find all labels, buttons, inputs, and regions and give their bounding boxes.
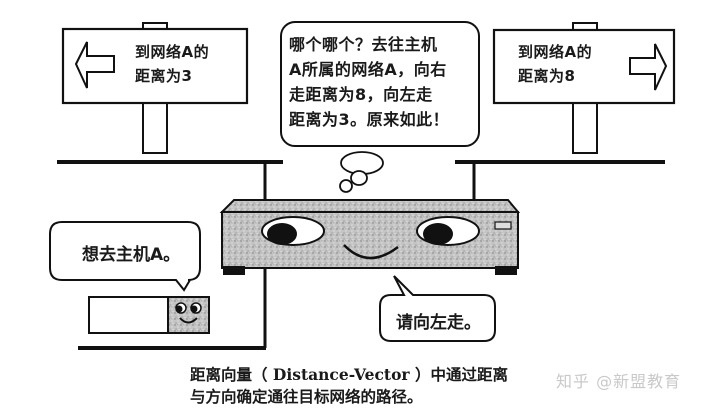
router-thought-text: 哪个哪个？去往主机 A所属的网络A，向右 走距离为8，向左走 距离为3。原来如此… <box>289 32 449 132</box>
network-links <box>57 160 665 350</box>
thought-line2: A所属的网络A，向右 <box>289 60 447 79</box>
router-reply-text: 请向左走。 <box>396 313 481 333</box>
router-thought-bubble <box>280 21 480 193</box>
thought-dot-small <box>339 179 353 193</box>
sign-post <box>142 102 168 154</box>
left-sign-line1: 到网络A的 <box>135 43 210 61</box>
left-sign-line2: 距离为3 <box>135 67 193 85</box>
left-sign-label: 到网络A的 距离为3 <box>135 40 209 88</box>
caption-line1: 距离向量（ Distance-Vector ）中通过距离 <box>190 365 508 384</box>
router-reply-bubble <box>379 275 496 342</box>
router-pupil-right <box>423 223 453 245</box>
host-face <box>167 296 210 334</box>
right-sign-line2: 距离为8 <box>518 67 576 85</box>
host-speech-text: 想去主机A。 <box>82 245 181 265</box>
thought-line4: 距离为3。原来如此！ <box>289 110 450 129</box>
router-smile <box>343 244 399 260</box>
host-speech-bubble <box>49 221 201 292</box>
router-foot-left <box>223 266 245 275</box>
arrow-right-icon <box>629 43 668 91</box>
router-indicator-light <box>494 221 512 230</box>
watermark: 知乎 @新盟教育 <box>556 372 682 391</box>
right-signpost <box>492 22 676 154</box>
arrow-left-icon <box>74 41 115 89</box>
figure-caption: 距离向量（ Distance-Vector ）中通过距离 与方向确定通往目标网络… <box>190 364 508 408</box>
right-sign-label: 到网络A的 距离为8 <box>518 40 592 88</box>
thought-line3: 走距离为8，向左走 <box>289 85 433 104</box>
caption-line2: 与方向确定通往目标网络的路径。 <box>190 387 423 406</box>
left-signpost <box>61 22 249 154</box>
thought-line1: 哪个哪个？去往主机 <box>289 35 438 54</box>
sign-post <box>572 102 598 154</box>
router-pupil-left <box>267 223 297 245</box>
router-top <box>219 199 521 213</box>
right-sign-line1: 到网络A的 <box>518 43 593 61</box>
thought-dot-medium <box>350 170 368 186</box>
host-a <box>88 296 210 334</box>
router-foot-right <box>495 266 517 275</box>
router <box>219 199 521 275</box>
